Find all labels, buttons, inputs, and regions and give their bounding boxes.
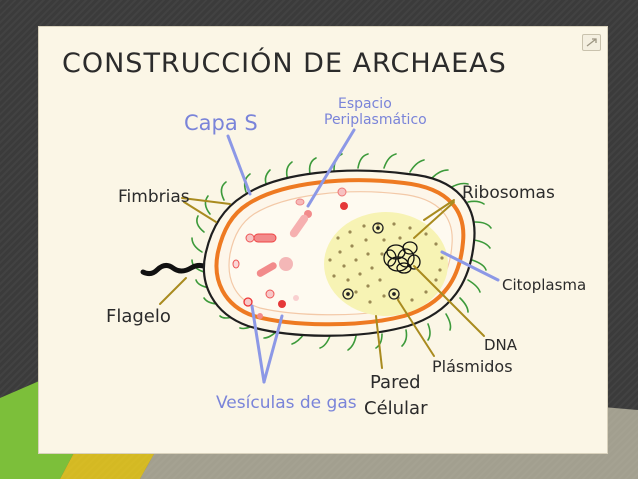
flagellum <box>140 262 214 277</box>
label-espacio: Espacio <box>338 96 392 112</box>
plasmids <box>342 222 400 300</box>
label-plasmidos: Plásmidos <box>432 357 513 376</box>
expand-icon[interactable] <box>582 34 601 51</box>
archaea-diagram: CONSTRUCCIÓN DE ARCHAEAS <box>62 47 586 419</box>
label-fimbrias: Fimbrias <box>118 187 190 207</box>
label-vesiculas: Vesículas de gas <box>216 393 357 413</box>
diagram-title: CONSTRUCCIÓN DE ARCHAEAS <box>62 47 507 79</box>
gas-vesicles <box>232 187 348 319</box>
label-flagelo: Flagelo <box>106 306 171 327</box>
label-ribosomas: Ribosomas <box>462 183 555 203</box>
ribosomes <box>328 222 444 304</box>
pointer-lines-blue <box>226 128 500 384</box>
label-periplasmatico: Periplasmático <box>324 112 427 128</box>
pointer-lines-olive <box>159 197 485 369</box>
label-dna: DNA <box>484 336 518 354</box>
dna-nucleoid <box>383 241 421 274</box>
label-pared: Pared <box>370 372 421 393</box>
label-capa-s: Capa S <box>184 111 258 135</box>
label-citoplasma: Citoplasma <box>502 276 586 294</box>
label-celular: Célular <box>364 398 428 419</box>
